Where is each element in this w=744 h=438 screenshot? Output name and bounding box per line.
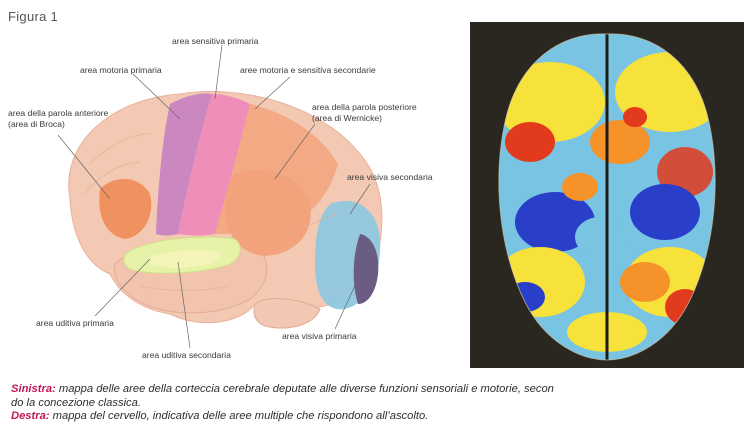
label-motor-primary: area motoria primaria <box>80 65 162 75</box>
label-visual-primary: area visiva primaria <box>282 331 357 341</box>
label-auditory-primary: area uditiva primaria <box>36 318 114 328</box>
caption-left-label: Sinistra: <box>11 383 56 395</box>
cortex-areas-illustration: area sensitiva primaria area motoria pri… <box>0 24 470 369</box>
brain-top-view <box>470 22 744 368</box>
caption-right-label: Destra: <box>11 410 50 422</box>
label-auditory-secondary: area uditiva secondaria <box>142 350 231 360</box>
caption-line-3: Destra: mappa del cervello, indicativa d… <box>11 410 744 424</box>
caption-left-text-1: mappa delle aree della corteccia cerebra… <box>56 383 554 395</box>
label-sensory-primary: area sensitiva primaria <box>172 36 258 46</box>
label-speech-posterior-line1: area della parola posteriore <box>312 102 417 112</box>
caption-right-text: mappa del cervello, indicativa delle are… <box>50 410 429 422</box>
label-speech-anterior-line2: (area di Broca) <box>8 119 65 129</box>
caption-line-1: Sinistra: mappa delle aree della cortecc… <box>11 383 744 397</box>
label-speech-posterior-line2: (area di Wernicke) <box>312 113 382 123</box>
listening-activation-map <box>470 22 744 368</box>
label-motor-sensory-secondary: aree motoria e sensitiva secondarie <box>240 65 376 75</box>
label-visual-secondary: area visiva secondaria <box>347 172 433 182</box>
figure-label: Figura 1 <box>8 9 58 24</box>
figure-caption: Sinistra: mappa delle aree della cortecc… <box>11 383 744 424</box>
caption-line-2: do la concezione classica. <box>11 397 744 411</box>
label-speech-anterior-line1: area della parola anteriore <box>8 108 108 118</box>
